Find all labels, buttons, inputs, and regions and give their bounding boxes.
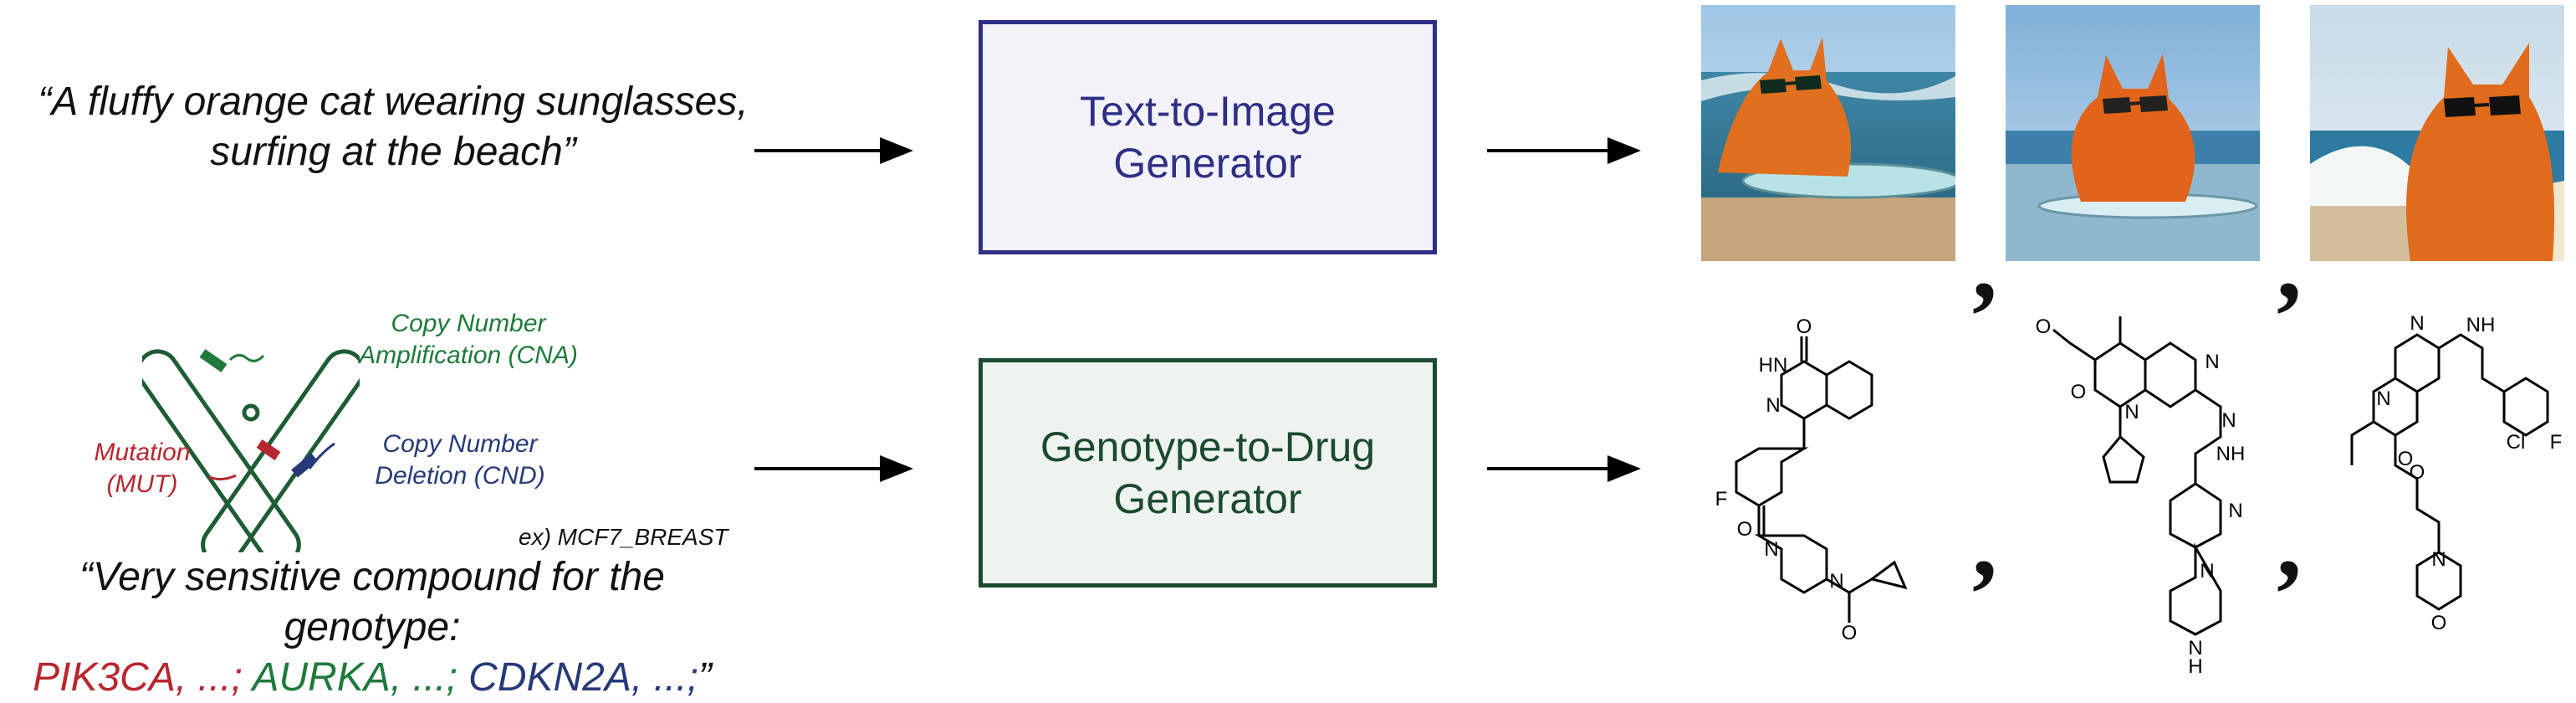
atom-label: N xyxy=(2228,500,2242,522)
gene-aurka: AURKA, ...; xyxy=(252,655,457,700)
atom-label: NH xyxy=(2216,443,2246,465)
genotype-prompt-closing-quote: ” xyxy=(698,655,712,700)
generated-cat-image-2 xyxy=(2006,5,2260,261)
atom-label: F xyxy=(2550,431,2563,454)
atom-label: O xyxy=(1842,622,1858,644)
cna-band xyxy=(199,349,227,372)
chromosome-illustration xyxy=(142,349,360,552)
atom-label: N xyxy=(2124,401,2139,423)
generated-molecule-2: O O N N N NH N N N H xyxy=(2036,316,2246,678)
mutation-label: Mutation (MUT) xyxy=(59,437,226,500)
arrow-prompt-to-t2i xyxy=(754,137,913,164)
atom-label: O xyxy=(2036,316,2052,338)
arrow-genotype-to-g2d xyxy=(754,455,913,482)
atom-label: N xyxy=(2188,637,2202,659)
atom-label: O xyxy=(1737,518,1753,541)
cna-label-line-2: Amplification (CNA) xyxy=(359,341,578,369)
cnd-label-line-2: Deletion (CND) xyxy=(375,462,545,490)
atom-label: N xyxy=(2205,351,2219,373)
genotype-to-drug-generator-box: Genotype-to-Drug Generator xyxy=(979,358,1437,588)
separator-comma: , xyxy=(2277,208,2302,320)
flow-arrows xyxy=(754,137,1641,482)
separator-comma: , xyxy=(1972,208,1997,320)
cnd-band xyxy=(291,453,318,478)
text-prompt: “A fluffy orange cat wearing sunglasses,… xyxy=(25,77,761,177)
atom-label: HN xyxy=(1759,354,1788,377)
arrow-g2d-to-molecules xyxy=(1487,455,1641,482)
t2i-title-line-1: Text-to-Image xyxy=(1080,88,1336,135)
generated-cat-image-1 xyxy=(1701,5,1955,261)
atom-label: N xyxy=(2376,387,2390,410)
atom-label: O xyxy=(2410,461,2425,484)
atom-label: F xyxy=(1715,488,1728,511)
atom-label: O xyxy=(1797,316,1812,338)
mutation-band xyxy=(256,439,281,460)
atom-label: N xyxy=(2221,409,2236,432)
genotype-prompt-line-1: “Very sensitive compound for the genotyp… xyxy=(79,555,665,649)
separator-comma: , xyxy=(2277,486,2302,598)
mutation-label-line-2: (MUT) xyxy=(106,470,178,498)
text-to-image-generator-box: Text-to-Image Generator xyxy=(979,20,1437,254)
atom-label: O xyxy=(2398,448,2414,470)
atom-label: H xyxy=(2188,655,2202,678)
atom-label: N xyxy=(1764,538,1778,561)
mutation-label-line-1: Mutation xyxy=(94,439,191,466)
generated-cat-image-3 xyxy=(2310,5,2564,261)
g2d-title-line-1: Genotype-to-Drug xyxy=(1040,423,1376,470)
atom-label: N xyxy=(1829,570,1843,593)
cna-label: Copy Number Amplification (CNA) xyxy=(318,308,619,372)
atom-label: O xyxy=(2431,612,2447,634)
separator-comma: , xyxy=(1972,486,1997,598)
generated-molecule-3: N N NH O Cl F O N O xyxy=(2350,312,2563,634)
atom-label: O xyxy=(2071,381,2087,403)
text-prompt-line-2: surfing at the beach” xyxy=(210,130,576,174)
atom-label: N xyxy=(2431,548,2446,571)
atom-label: N xyxy=(2410,312,2424,335)
genotype-prompt-line-2: PIK3CA, ...; AURKA, ...; CDKN2A, ...;” xyxy=(0,653,744,703)
atom-label: N xyxy=(1766,394,1780,417)
cnd-label-line-1: Copy Number xyxy=(382,430,538,458)
generated-molecule-1: O HN N F O N N O xyxy=(1715,316,1908,644)
g2d-title-line-2: Generator xyxy=(1113,475,1302,522)
genotype-prompt: “Very sensitive compound for the genotyp… xyxy=(0,552,744,703)
t2i-title-line-2: Generator xyxy=(1113,140,1302,187)
cna-label-line-1: Copy Number xyxy=(391,310,546,337)
atom-label: NH xyxy=(2466,314,2496,336)
cnd-label: Copy Number Deletion (CND) xyxy=(335,428,585,492)
text-prompt-line-1: “A fluffy orange cat wearing sunglasses, xyxy=(38,80,749,124)
gene-pik3ca: PIK3CA, ...; xyxy=(33,655,243,700)
example-cell-line: ex) MCF7_BREAST xyxy=(519,524,728,550)
atom-label: Cl xyxy=(2507,431,2526,454)
gene-cdkn2a: CDKN2A, ...; xyxy=(468,655,698,700)
atom-label: N xyxy=(2200,560,2214,582)
arrow-t2i-to-images xyxy=(1487,137,1641,164)
